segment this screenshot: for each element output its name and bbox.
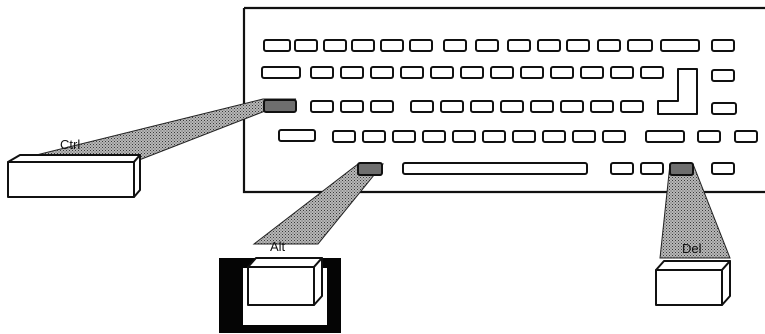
keys-row-2 [262, 67, 734, 81]
del-label: Del [682, 241, 702, 256]
spacebar-key [403, 163, 587, 174]
ctrl-key-highlight [264, 100, 296, 112]
alt-key-highlight [358, 163, 382, 175]
keys-row-1 [264, 40, 734, 51]
alt-label: Alt [270, 239, 286, 254]
ctrl-beam [8, 99, 296, 162]
alt-key-3d [248, 258, 322, 305]
del-key-highlight [670, 163, 693, 175]
del-key-3d [656, 261, 730, 305]
ctrl-label: Ctrl [60, 137, 80, 152]
keys-row-4 [279, 130, 757, 142]
ctrl-key-3d [8, 155, 140, 197]
